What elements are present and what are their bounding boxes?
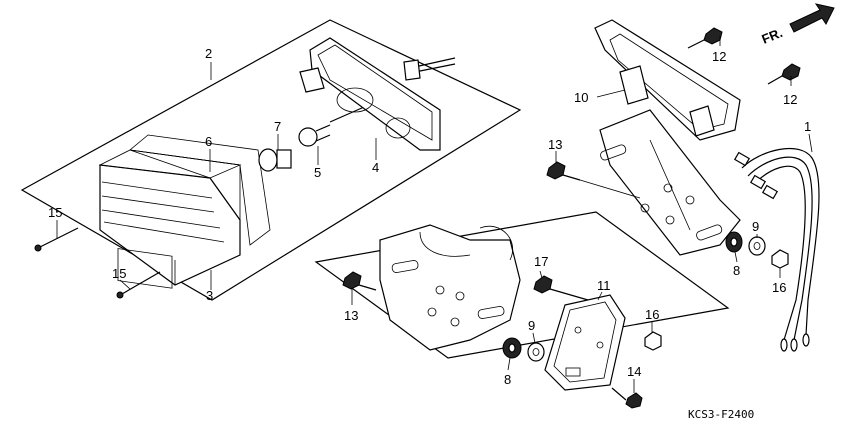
callout-3: 3 [206,288,213,303]
direction-label: FR. [760,25,785,47]
screw-14 [611,387,643,409]
callout-9-lower: 9 [528,318,535,333]
callout-13-upper: 13 [548,137,562,152]
callout-16-lower: 16 [645,307,659,322]
grommet-8-lower [502,337,522,359]
lens-gasket [129,134,271,246]
leader-10 [596,89,626,98]
collar-9-upper [748,236,766,256]
screw-15-lower [116,271,161,299]
leader-9b [532,332,536,344]
callout-17: 17 [534,254,548,269]
nut-16-lower [644,331,662,351]
screw-15-upper [34,227,79,252]
leader-8b [507,357,511,371]
callout-8-lower: 8 [504,372,511,387]
license-bracket-lower [379,224,521,351]
callout-7: 7 [274,119,281,134]
front-direction-indicator: FR. [760,3,835,47]
license-bracket-upper [594,19,741,256]
bolt-13-upper [546,161,641,199]
bolt-12-lower [767,63,801,85]
nut-16-upper [771,249,789,269]
leader-17 [539,270,543,279]
callout-13-lower: 13 [344,308,358,323]
grommet-8-upper [725,231,743,253]
drawing-code: KCS3-F2400 [688,408,754,421]
leader-15b [119,279,131,290]
callout-12-lower: 12 [783,92,797,107]
callout-16-upper: 16 [772,280,786,295]
wire-harness [733,147,820,352]
callout-8-upper: 8 [733,263,740,278]
callout-14: 14 [627,364,641,379]
leader-11 [597,291,603,301]
leader-8a [734,251,738,263]
bolt-12-upper [687,27,723,49]
callout-10: 10 [574,90,588,105]
leader-1 [808,133,813,153]
callout-11: 11 [597,278,611,293]
callout-1: 1 [804,119,811,134]
callout-6: 6 [205,134,212,149]
bolt-17 [533,275,589,301]
taillight-housing [299,37,456,151]
callout-2: 2 [205,46,212,61]
bolt-13-lower [342,271,377,291]
license-lamp [544,294,626,391]
callout-4: 4 [372,160,379,175]
callout-15-lower: 15 [112,266,126,281]
taillight-lens [98,149,242,289]
bulb [258,148,292,172]
collar-9-lower [527,342,545,362]
callout-9-upper: 9 [752,219,759,234]
callout-12-upper: 12 [712,49,726,64]
callout-5: 5 [314,165,321,180]
callout-15-upper: 15 [48,205,62,220]
